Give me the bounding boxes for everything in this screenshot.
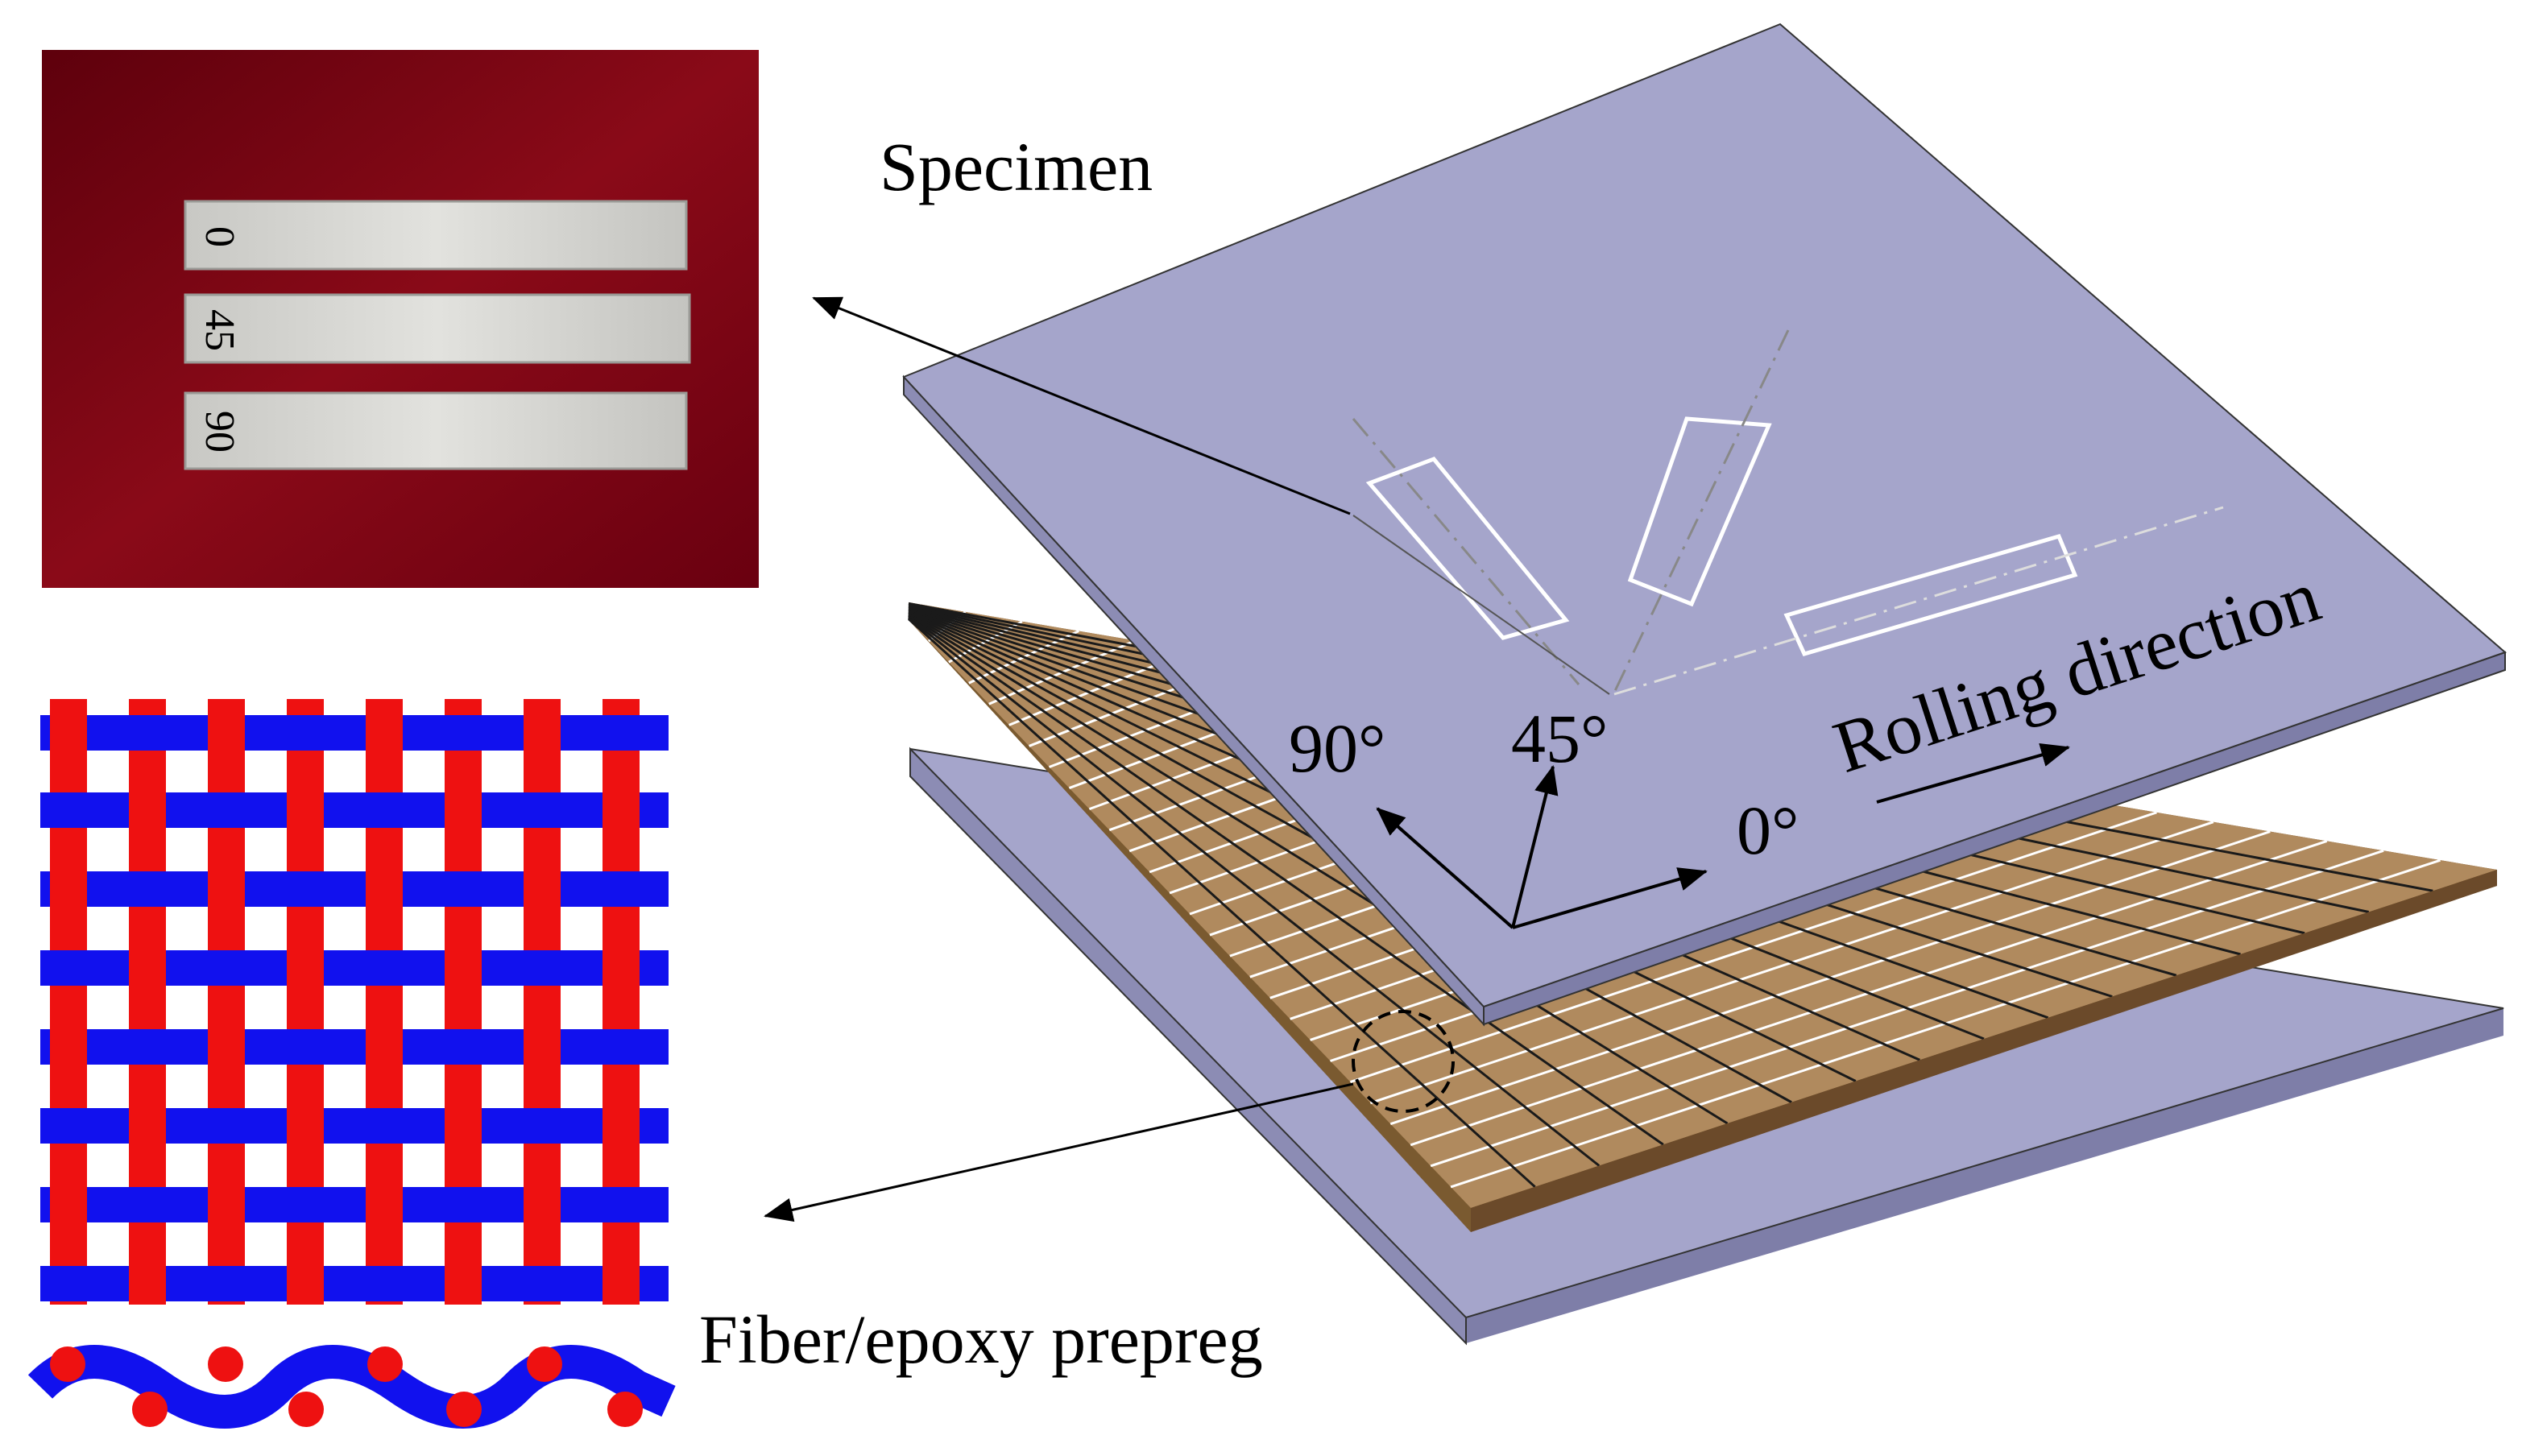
- warp-cross-section: [132, 1392, 168, 1427]
- weft-yarn: [40, 871, 669, 907]
- specimen-strip-0: 0: [184, 200, 688, 271]
- woven-fabric-schematic: [40, 699, 669, 1305]
- specimen-photo: 0 45 90: [42, 50, 759, 588]
- warp-over-weft: [129, 1264, 166, 1303]
- weft-yarn: [40, 715, 669, 751]
- specimen-leader: [1352, 515, 1610, 695]
- warp-over-weft: [129, 791, 166, 829]
- weft-yarn: [40, 1029, 669, 1065]
- prepreg-pointer-arrow: [764, 1082, 1354, 1222]
- warp-cross-section: [446, 1392, 482, 1427]
- warp-over-weft: [603, 1106, 640, 1145]
- warp-over-weft: [366, 1028, 403, 1066]
- prepreg-grid-line: [907, 618, 1536, 1188]
- warp-over-weft: [603, 949, 640, 987]
- warp-over-weft: [366, 1185, 403, 1224]
- prepreg-grid-line: [908, 614, 1729, 1125]
- warp-over-weft: [524, 1185, 561, 1224]
- warp-over-weft: [208, 870, 245, 908]
- warp-over-weft: [287, 949, 324, 987]
- warp-over-weft: [208, 1185, 245, 1224]
- warp-cross-sections: [50, 1346, 643, 1427]
- specimen-outline-0: [1613, 506, 2224, 696]
- specimen-pointer-arrow: [812, 296, 1351, 515]
- warp-cross-section: [208, 1346, 243, 1382]
- warp-over-weft: [603, 791, 640, 829]
- warp-over-weft: [366, 714, 403, 752]
- specimen-strip-45: 45: [184, 293, 691, 364]
- specimen-outline-90: [1352, 418, 1580, 685]
- warp-over-weft: [445, 949, 482, 987]
- warp-over-weft: [208, 714, 245, 752]
- warp-over-weft: [50, 870, 87, 908]
- specimen-outline-45: [1613, 329, 1790, 693]
- prepreg-grid-line: [908, 617, 1601, 1167]
- warp-over-weft: [129, 949, 166, 987]
- detail-circle: [1352, 1010, 1455, 1113]
- warp-over-weft: [445, 1106, 482, 1145]
- specimen-label: Specimen: [880, 128, 1153, 205]
- warp-cross-section: [50, 1346, 85, 1382]
- angle-45-label: 45°: [1511, 700, 1608, 777]
- warp-over-weft: [524, 1028, 561, 1066]
- strip-label-45: 45: [197, 309, 242, 351]
- warp-over-weft: [287, 1106, 324, 1145]
- weft-yarns: [40, 714, 669, 1303]
- direction-arrows: [1376, 742, 2070, 929]
- prepreg-grid-line: [908, 615, 1664, 1146]
- warp-over-weft: [445, 791, 482, 829]
- warp-over-weft: [50, 1028, 87, 1066]
- warp-over-weft: [524, 870, 561, 908]
- angle-0-label: 0°: [1737, 792, 1799, 869]
- top-metal-plate: [902, 23, 2507, 1027]
- warp-over-weft: [50, 714, 87, 752]
- warp-over-weft: [603, 1264, 640, 1303]
- warp-over-weft: [129, 1106, 166, 1145]
- warp-over-weft: [208, 1028, 245, 1066]
- strip-label-0: 0: [197, 226, 242, 247]
- specimen-strip-90: 90: [184, 391, 688, 470]
- fiber-prepreg-label: Fiber/epoxy prepreg: [699, 1301, 1263, 1378]
- warp-over-weft: [366, 870, 403, 908]
- weft-yarn: [40, 1187, 669, 1222]
- warp-cross-section: [607, 1392, 643, 1427]
- warp-cross-section: [288, 1392, 324, 1427]
- warp-over-weft: [287, 791, 324, 829]
- rolling-arrow: [1876, 742, 2070, 804]
- warp-over-weft: [524, 714, 561, 752]
- fabric-cross-section: [27, 1345, 676, 1429]
- strip-label-90: 90: [197, 411, 242, 453]
- warp-over-weft: [445, 1264, 482, 1303]
- angle-90-label: 90°: [1289, 709, 1385, 787]
- warp-cross-section: [527, 1346, 562, 1382]
- warp-over-weft: [287, 1264, 324, 1303]
- warp-over-weft: [50, 1185, 87, 1224]
- warp-cross-section: [367, 1346, 403, 1382]
